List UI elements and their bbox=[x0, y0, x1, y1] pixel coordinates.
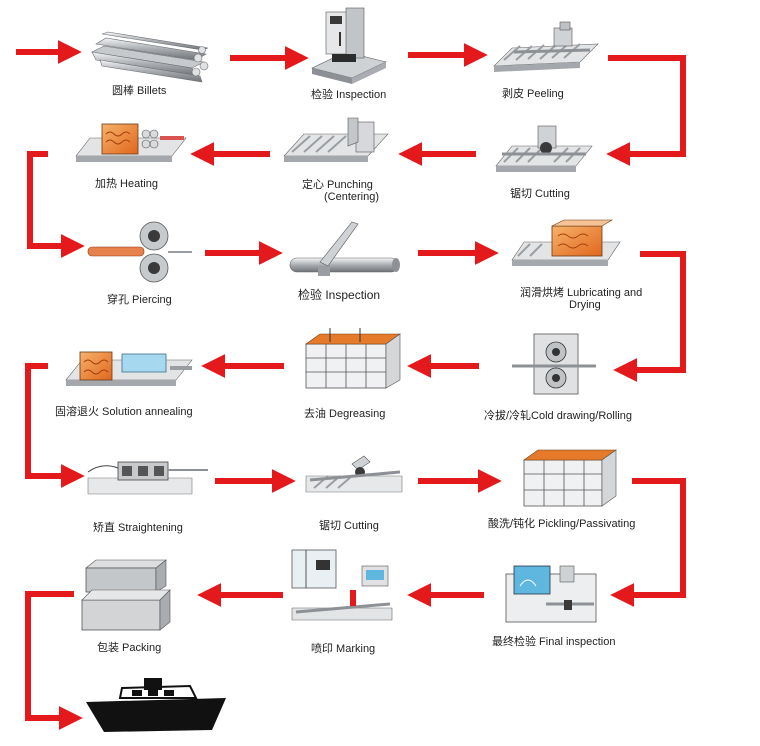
arrow-annealing-straightening bbox=[25, 363, 85, 488]
arrow-lubricating-drawing bbox=[613, 251, 686, 382]
label-heating: 加热 Heating bbox=[95, 178, 158, 190]
label-marking: 喷印 Marking bbox=[311, 643, 376, 655]
cold-rolling-mill-icon bbox=[512, 333, 596, 395]
label-peeling: 剥皮 Peeling bbox=[502, 88, 564, 100]
label-straightening: 矫直 Straightening bbox=[93, 522, 183, 534]
label-annealing: 固溶退火 Solution annealing bbox=[55, 406, 193, 418]
label-inspection-2: 检验 Inspection bbox=[298, 288, 381, 302]
piercing-mill-icon bbox=[87, 221, 192, 283]
label-lubricating-2: Drying bbox=[569, 299, 601, 311]
arrow-heating-piercing bbox=[27, 151, 85, 258]
arrow-peeling-cutting bbox=[606, 55, 686, 166]
label-punching-2: (Centering) bbox=[324, 191, 380, 203]
pickling-tank-icon bbox=[523, 449, 617, 507]
marking-machine-icon bbox=[291, 549, 393, 621]
label-punching: 定心 Punching bbox=[302, 179, 373, 191]
label-degreasing: 去油 Degreasing bbox=[304, 408, 386, 420]
arrow-pickling-final bbox=[610, 478, 686, 607]
tube-inspection-icon bbox=[289, 221, 400, 276]
saw-cutting-icon bbox=[495, 125, 593, 172]
packing-crates-icon bbox=[81, 559, 171, 631]
arrow-packing-shipping bbox=[25, 591, 83, 730]
peeling-machine-icon bbox=[493, 21, 599, 72]
label-lubricating: 润滑烘烤 Lubricating and bbox=[520, 287, 643, 299]
billets-icon bbox=[91, 31, 209, 83]
saw-cutting-icon bbox=[305, 455, 403, 493]
label-piercing: 穿孔 Piercing bbox=[107, 294, 172, 306]
annealing-furnace-icon bbox=[65, 351, 193, 386]
flow-arrows bbox=[16, 40, 686, 730]
press-inspection-icon bbox=[311, 7, 387, 84]
label-packing: 包装 Packing bbox=[97, 642, 162, 654]
label-cold-drawing: 冷拔/冷轧Cold drawing/Rolling bbox=[484, 410, 632, 422]
punching-machine-icon bbox=[283, 117, 389, 162]
straightening-machine-icon bbox=[87, 461, 208, 495]
label-pickling: 酸洗/钝化 Pickling/Passivating bbox=[488, 518, 636, 530]
heating-furnace-icon bbox=[75, 123, 187, 162]
degreasing-tank-icon bbox=[305, 328, 401, 389]
ship-icon bbox=[86, 678, 226, 732]
lubricating-oven-icon bbox=[511, 219, 621, 266]
label-cutting-2: 锯切 Cutting bbox=[319, 520, 379, 532]
label-final-inspection: 最终检验 Final inspection bbox=[492, 636, 616, 648]
ut-inspection-station-icon bbox=[505, 565, 597, 623]
label-billets: 圆棒 Billets bbox=[112, 85, 167, 97]
label-cutting-1: 锯切 Cutting bbox=[510, 188, 570, 200]
label-inspection-1: 检验 Inspection bbox=[311, 89, 387, 101]
